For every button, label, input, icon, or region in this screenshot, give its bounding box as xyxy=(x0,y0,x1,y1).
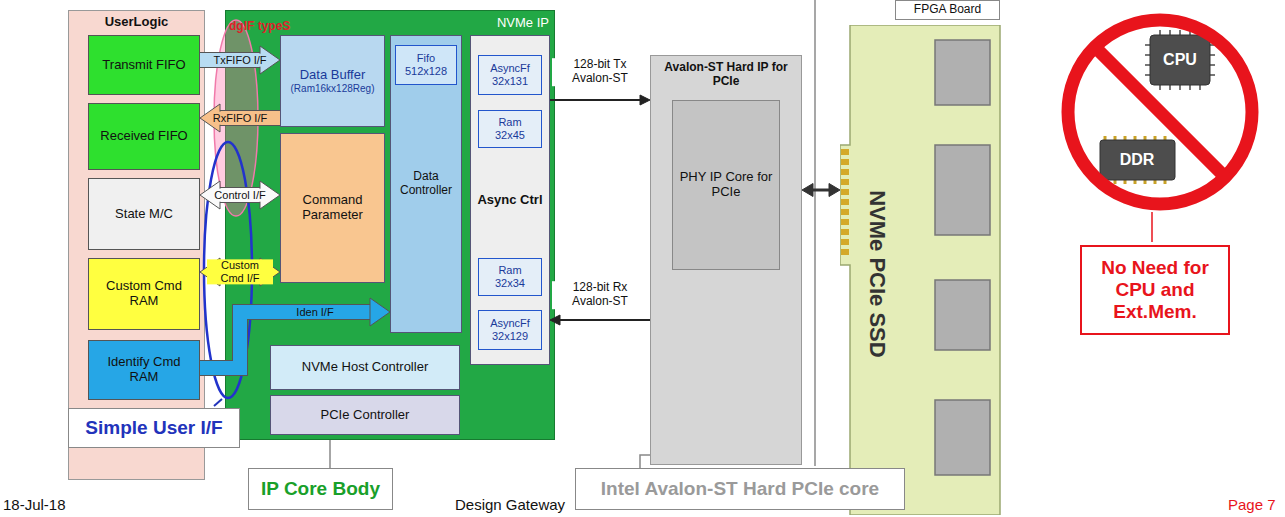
fifo-block: Fifo 512x128 xyxy=(395,45,457,85)
label-holder: Page 7 xyxy=(1228,496,1276,513)
box-label: Data Buffer xyxy=(300,68,366,83)
interface-type-label: dgIF typeS xyxy=(229,20,290,34)
box-label: Intel Avalon-ST Hard PCIe core xyxy=(601,478,879,500)
label-holder: Design Gateway xyxy=(455,496,565,513)
leader-line xyxy=(640,455,650,468)
date-label: 18-Jul-18 xyxy=(3,496,66,513)
box-label: Command Parameter xyxy=(284,193,381,223)
box-label: Received FIFO xyxy=(100,129,187,144)
arrow-body xyxy=(550,99,640,101)
chip-label: CPU xyxy=(1163,51,1197,69)
callout-box: IP Core Body xyxy=(248,468,393,510)
fifo-block: Received FIFO xyxy=(88,103,200,170)
box-label: FPGA Board xyxy=(914,3,981,17)
footer-label: Design Gateway xyxy=(455,496,565,513)
label-holder: CPU xyxy=(1163,51,1197,69)
state-machine-block: State M/C xyxy=(88,178,200,250)
label-holder: dgIF typeS xyxy=(229,20,290,34)
leader-line xyxy=(330,440,331,468)
phy-block: PHY IP Core for PCIe xyxy=(672,100,780,270)
arrow-outline xyxy=(200,312,370,368)
buffer-block: Data Buffer(Ram16kx128Reg) xyxy=(280,35,385,127)
interface-label: 128-bit Tx Avalon-ST xyxy=(552,58,648,86)
async-block: Async Ctrl AsyncFf 32x131Ram 32x45Ram 32x… xyxy=(470,35,550,365)
label-holder: Control I/F xyxy=(212,189,267,202)
label-holder: RxFIFO I/F xyxy=(211,112,269,125)
box-label: Ram 32x34 xyxy=(482,264,538,289)
interface-arrow xyxy=(200,312,370,368)
label-holder: 128-bit Tx Avalon-ST xyxy=(552,58,648,86)
box-label: No Need for CPU and Ext.Mem. xyxy=(1085,257,1225,323)
box-label: Data Controller xyxy=(394,170,458,198)
box-label: NVMe Host Controller xyxy=(302,360,428,375)
box-label: AsyncFf 32x129 xyxy=(482,317,538,342)
interface-label: 128-bit Rx Avalon-ST xyxy=(552,281,648,309)
box-label: IP Core Body xyxy=(261,478,380,500)
box-label: UserLogic xyxy=(105,15,169,30)
box-label: Avalon-ST Hard IP for PCIe xyxy=(656,61,796,89)
arrow-body xyxy=(329,440,331,468)
controller-block: NVMe Host Controller xyxy=(270,345,460,390)
interface-arrow xyxy=(813,190,829,191)
interface-label: TxFIFO I/F xyxy=(211,54,268,67)
ssd-card: NVMe PCIe SSD xyxy=(840,25,1005,515)
interface-label: Custom Cmd I/F xyxy=(207,259,273,284)
leader-line xyxy=(214,399,222,406)
arrow-body xyxy=(200,312,370,368)
ram-block: Identify Cmd RAM xyxy=(88,340,200,400)
ram-block: Ram 32x45 xyxy=(478,110,542,148)
page-number: Page 7 xyxy=(1228,496,1276,513)
board-label: FPGA Board xyxy=(895,0,1000,20)
interface-label: Control I/F xyxy=(212,189,267,202)
box-label: Identify Cmd RAM xyxy=(92,355,196,385)
box-label: Simple User I/F xyxy=(85,417,222,439)
label-holder: TxFIFO I/F xyxy=(211,54,268,67)
box-sublabel: (Ram16kx128Reg) xyxy=(291,83,375,95)
ram-block: Ram 32x34 xyxy=(478,258,542,296)
interface-label: Iden I/F xyxy=(294,306,335,319)
interface-arrow xyxy=(560,320,650,321)
fpga-board-edge xyxy=(814,0,816,466)
arrow-body xyxy=(813,189,829,192)
ram-block: Custom Cmd RAM xyxy=(88,258,200,330)
box-label: PCIe Controller xyxy=(321,408,410,423)
label-holder: 128-bit Rx Avalon-ST xyxy=(552,281,648,309)
leader-line xyxy=(1151,212,1153,242)
box-label: Fifo 512x128 xyxy=(399,52,453,77)
box-label: Transmit FIFO xyxy=(102,58,185,73)
box-label: State M/C xyxy=(115,207,173,222)
controller-block: PCIe Controller xyxy=(270,395,460,435)
async-fifo-block: AsyncFf 32x131 xyxy=(478,55,542,95)
parameter-block: Command Parameter xyxy=(280,133,385,283)
box-label: Custom Cmd RAM xyxy=(92,279,196,309)
chip-label: DDR xyxy=(1120,151,1155,169)
fifo-block: Transmit FIFO xyxy=(88,35,200,95)
ip-core-block: NVMe IP Data Buffer(Ram16kx128Reg) Command… xyxy=(225,10,555,440)
box-label: PHY IP Core for PCIe xyxy=(676,170,776,200)
async-fifo-block: AsyncFf 32x129 xyxy=(478,310,542,350)
label-holder: Custom Cmd I/F xyxy=(207,259,273,284)
box-label: Async Ctrl xyxy=(477,193,542,208)
controller-block: Data Controller Fifo 512x128 xyxy=(390,35,462,333)
callout-box: Intel Avalon-ST Hard PCIe core xyxy=(575,468,905,510)
box-label: NVMe PCIe SSD xyxy=(865,190,890,349)
interface-label: RxFIFO I/F xyxy=(211,112,269,125)
no-cpu-sign xyxy=(1062,14,1258,210)
label-holder: DDR xyxy=(1120,151,1155,169)
callout-box: Simple User I/F xyxy=(68,408,240,448)
label-holder: Iden I/F xyxy=(294,306,335,319)
arrow-body xyxy=(640,455,650,468)
ssd-card-drawing xyxy=(840,25,1005,515)
arrow-body xyxy=(560,319,650,321)
box-label: Ram 32x45 xyxy=(482,116,538,141)
box-label: NVMe IP xyxy=(497,16,549,31)
label-holder: 18-Jul-18 xyxy=(3,496,66,513)
hard-ip-block: Avalon-ST Hard IP for PCIePHY IP Core fo… xyxy=(650,55,802,465)
box-label: AsyncFf 32x131 xyxy=(482,62,538,87)
interface-arrow xyxy=(550,100,640,101)
callout-box: No Need for CPU and Ext.Mem. xyxy=(1080,245,1230,335)
